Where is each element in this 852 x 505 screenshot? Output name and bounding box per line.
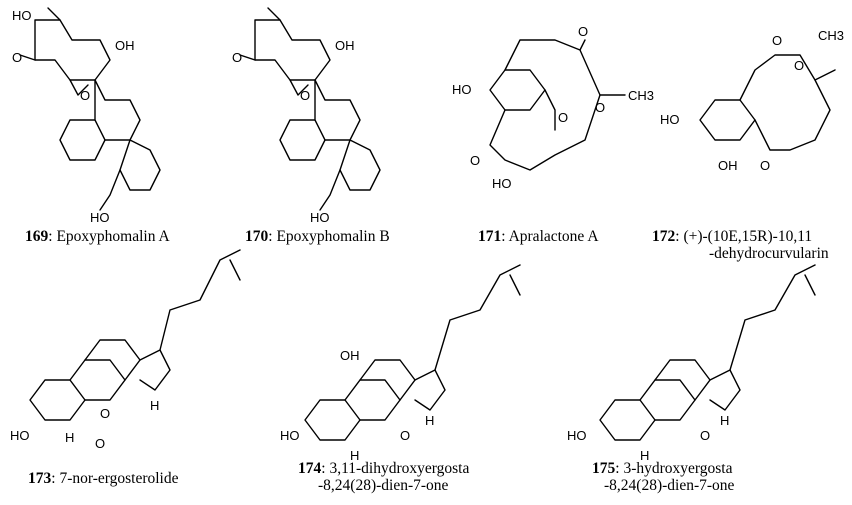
- atom-o-172b: O: [794, 58, 804, 73]
- compound-name-174-line2: -8,24(28)-dien-7-one: [318, 477, 449, 494]
- atom-ho-174: HO: [280, 428, 300, 443]
- atom-ho-175: HO: [567, 428, 587, 443]
- atom-ho-170: HO: [310, 210, 330, 225]
- atom-o-171d: O: [470, 153, 480, 168]
- atom-o-171b: O: [558, 110, 568, 125]
- atom-ho-172a: HO: [660, 112, 680, 127]
- atom-h-174b: H: [350, 448, 359, 463]
- caption-173: 173: 7-nor-ergosterolide: [28, 470, 179, 487]
- atom-o-174: O: [400, 428, 410, 443]
- compound-name-174: 3,11-dihydroxyergosta: [329, 460, 470, 477]
- atom-oh-169: OH: [115, 38, 135, 53]
- compound-name-175: 3-hydroxyergosta: [623, 460, 733, 477]
- atom-ch3-171: CH3: [628, 88, 654, 103]
- caption-172: 172: (+)-(10E,15R)-10,11 -dehydrocurvula…: [652, 228, 829, 262]
- caption-170: 170: Epoxyphomalin B: [245, 228, 390, 245]
- atom-h-173b: H: [65, 430, 74, 445]
- compound-number-172: 172: [652, 228, 676, 245]
- atom-o-170b: O: [300, 88, 310, 103]
- compound-name-170: Epoxyphomalin B: [276, 228, 390, 245]
- structure-172: HO O O CH3 OH O: [660, 28, 844, 173]
- atom-ho-169b: HO: [90, 210, 110, 225]
- atom-oh-170: OH: [335, 38, 355, 53]
- atom-o-172c: O: [760, 158, 770, 173]
- atom-oh-174: OH: [340, 348, 360, 363]
- atom-o-172a: O: [772, 33, 782, 48]
- caption-171: 171: Apralactone A: [478, 228, 599, 245]
- atom-o-169b: O: [80, 88, 90, 103]
- structure-171: HO O O O CH3 O HO: [452, 24, 654, 191]
- atom-oh-172: OH: [718, 158, 738, 173]
- compound-number-175: 175: [592, 460, 616, 477]
- caption-174: 174: 3,11-dihydroxyergosta -8,24(28)-die…: [298, 460, 470, 494]
- atom-h-175b: H: [640, 448, 649, 463]
- compound-name-171: Apralactone A: [508, 228, 599, 245]
- atom-h-175a: H: [720, 413, 729, 428]
- atom-o-171c: O: [595, 100, 605, 115]
- structure-170: OH O O HO: [232, 7, 381, 225]
- caption-175: 175: 3-hydroxyergosta -8,24(28)-dien-7-o…: [592, 460, 735, 494]
- atom-h-174a: H: [425, 413, 434, 428]
- compound-name-172: (+)-(10E,15R)-10,11: [683, 228, 813, 245]
- compound-name-175-line2: -8,24(28)-dien-7-one: [604, 477, 735, 494]
- compound-number-169: 169: [25, 228, 49, 245]
- atom-o-171a: O: [578, 24, 588, 39]
- atom-h-173a: H: [150, 398, 159, 413]
- compound-name-172-line2: -dehydrocurvularin: [709, 245, 829, 262]
- atom-ho-171a: HO: [452, 82, 472, 97]
- compound-name-173: 7-nor-ergosterolide: [59, 470, 179, 487]
- compound-number-171: 171: [478, 228, 502, 245]
- atom-o-173a: O: [100, 406, 110, 421]
- atom-o-169a: O: [12, 50, 22, 65]
- compound-number-173: 173: [28, 470, 52, 487]
- structure-173: HO O O H H: [10, 249, 241, 451]
- atom-o-173b: O: [95, 436, 105, 451]
- atom-o-170a: O: [232, 50, 242, 65]
- atom-ch3-172: CH3: [818, 28, 844, 43]
- compound-number-174: 174: [298, 460, 322, 477]
- atom-ho-173: HO: [10, 428, 30, 443]
- structure-169: HO OH O O HO: [12, 7, 161, 225]
- structure-175: HO O H H: [567, 264, 816, 463]
- structure-174: OH HO O H H: [280, 264, 521, 463]
- atom-o-175: O: [700, 428, 710, 443]
- atom-ho-171b: HO: [492, 176, 512, 191]
- atom-ho-169a: HO: [12, 8, 32, 23]
- caption-169: 169: Epoxyphomalin A: [25, 228, 170, 245]
- compound-number-170: 170: [245, 228, 269, 245]
- compound-name-169: Epoxyphomalin A: [56, 228, 170, 245]
